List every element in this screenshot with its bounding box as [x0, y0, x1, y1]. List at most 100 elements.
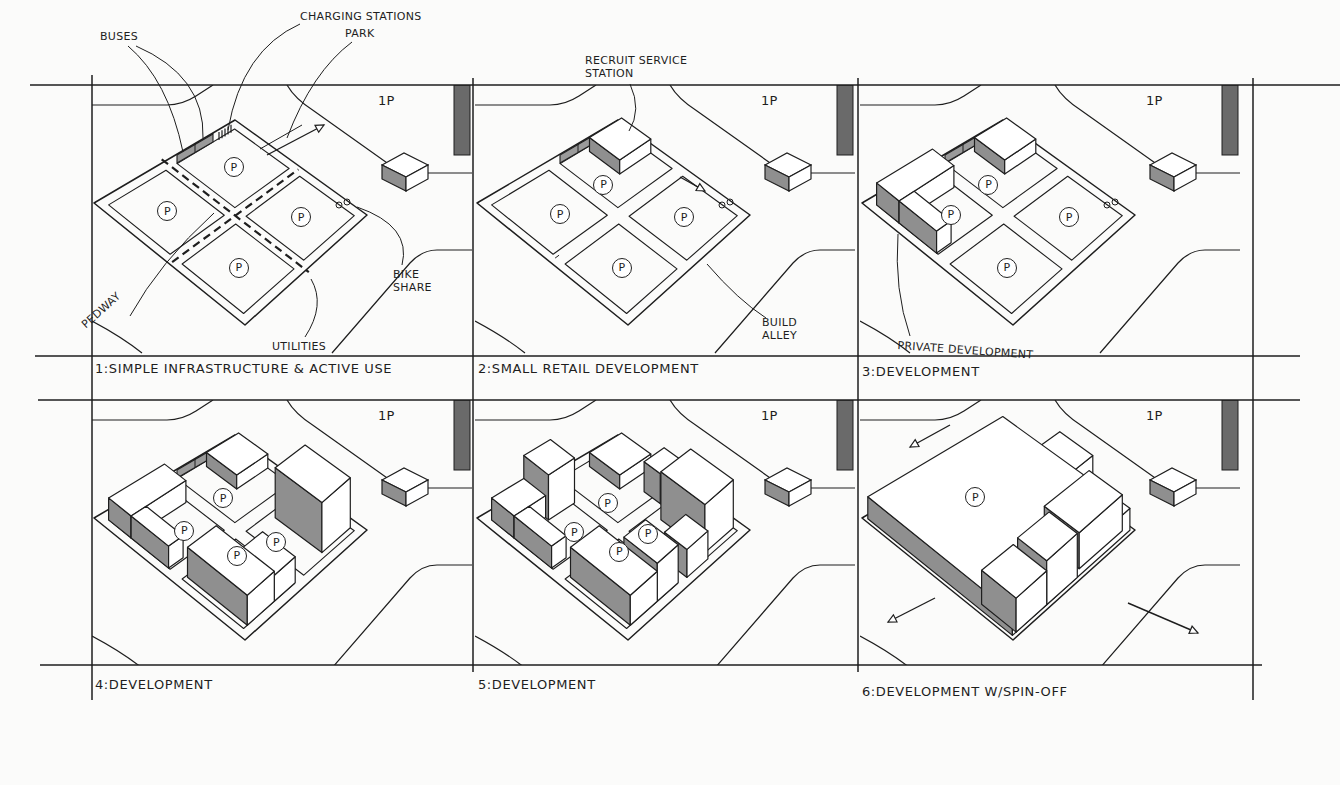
callout-label: BUSES — [100, 30, 138, 43]
bike-share-icon — [344, 199, 350, 205]
frame-line — [30, 84, 1340, 86]
curb-line — [860, 85, 981, 105]
frame-line — [857, 78, 859, 672]
parking-letter: P — [616, 546, 623, 557]
curb-line — [860, 636, 910, 665]
building-roof — [514, 506, 566, 546]
small-building-side — [1150, 480, 1174, 506]
parking-circle: P — [941, 205, 961, 225]
parking-circle: P — [174, 521, 194, 541]
bike-share-icon — [719, 202, 725, 208]
curb-line — [287, 85, 472, 173]
parking-lot — [177, 129, 289, 208]
parking-circle: P — [157, 201, 177, 221]
parking-circle: P — [224, 157, 244, 177]
parking-lot — [565, 224, 677, 314]
callout-label: UTILITIES — [272, 340, 326, 353]
small-building-side — [1150, 165, 1174, 191]
parking-lot — [629, 176, 737, 260]
panel-title: 6:DEVELOPMENT W/SPIN-OFF — [862, 684, 1068, 700]
small-building-front — [1174, 480, 1196, 506]
curb-line — [332, 565, 472, 665]
leader-line — [707, 264, 766, 318]
panel-title: 3:DEVELOPMENT — [862, 364, 980, 380]
curb-line — [92, 400, 213, 420]
arrow-shaft — [910, 425, 950, 447]
parking-letter: P — [985, 179, 992, 190]
arrow-shaft — [1128, 603, 1198, 633]
building-roof — [868, 417, 1130, 614]
bus-divider — [195, 144, 196, 152]
tall-building — [1222, 85, 1238, 155]
small-building-front — [789, 480, 811, 506]
leader-line — [629, 84, 636, 131]
small-building-front — [406, 480, 428, 506]
curb-line — [92, 321, 142, 353]
building-roof — [975, 118, 1036, 160]
block-label: 1P — [378, 408, 395, 424]
parking-circle: P — [978, 175, 998, 195]
frame-line — [91, 75, 93, 700]
street-context — [92, 85, 472, 353]
leader-line — [128, 46, 183, 152]
building-roof — [275, 445, 350, 503]
arrow-head — [1189, 626, 1198, 633]
building-roof — [590, 433, 651, 475]
street-context — [475, 85, 855, 353]
frame-line — [38, 399, 1300, 401]
curb-line — [1100, 565, 1240, 665]
tall-building — [837, 400, 853, 470]
panel-title: 4:DEVELOPMENT — [95, 677, 213, 693]
parking-circle: P — [638, 524, 658, 544]
panel-title: 2:SMALL RETAIL DEVELOPMENT — [478, 361, 699, 377]
building-roof — [492, 479, 546, 517]
curb-line — [92, 636, 142, 665]
panel-drawing — [860, 400, 1240, 665]
street-context — [860, 400, 1240, 665]
curb-line — [715, 250, 855, 353]
parking-letter: P — [1004, 262, 1011, 273]
parking-letter: P — [1066, 212, 1073, 223]
tall-building — [454, 400, 470, 470]
frame-line — [40, 664, 1262, 666]
curb-line — [475, 321, 525, 353]
parking-letter: P — [571, 527, 578, 538]
building-roof — [590, 118, 651, 160]
parking-letter: P — [557, 209, 564, 220]
parking-circle: P — [227, 546, 247, 566]
leader-line — [357, 207, 404, 265]
parking-letter: P — [181, 525, 188, 536]
curb-line — [475, 85, 596, 105]
parking-circle: P — [564, 522, 584, 542]
parking-circle: P — [229, 258, 249, 278]
parking-circle: P — [997, 258, 1017, 278]
street-context — [475, 400, 855, 665]
building-roof — [524, 440, 575, 475]
bus-divider — [578, 144, 579, 152]
parking-lot — [109, 170, 225, 254]
panel-drawing — [475, 85, 855, 353]
parking-lot — [182, 224, 294, 314]
charging-station — [218, 132, 219, 140]
parking-circle: P — [598, 493, 618, 513]
bike-share-icon — [727, 199, 733, 205]
leader-line — [130, 213, 214, 316]
parking-circle: P — [593, 175, 613, 195]
curb-line — [1100, 250, 1240, 353]
block-label: 1P — [1146, 93, 1163, 109]
small-building-side — [765, 165, 789, 191]
frame-line — [35, 355, 1300, 357]
building-roof — [188, 526, 275, 596]
curb-line — [332, 250, 472, 353]
parking-letter: P — [298, 212, 305, 223]
callout-label: PRIVATE DEVELOPMENT — [897, 339, 1034, 362]
small-building-front — [789, 165, 811, 191]
parking-letter: P — [600, 179, 607, 190]
leader-line — [287, 42, 352, 138]
block-label: 1P — [1146, 408, 1163, 424]
parking-circle: P — [609, 542, 629, 562]
arrow-head — [696, 184, 705, 191]
parking-lot — [492, 170, 608, 254]
parking-letter: P — [236, 262, 243, 273]
